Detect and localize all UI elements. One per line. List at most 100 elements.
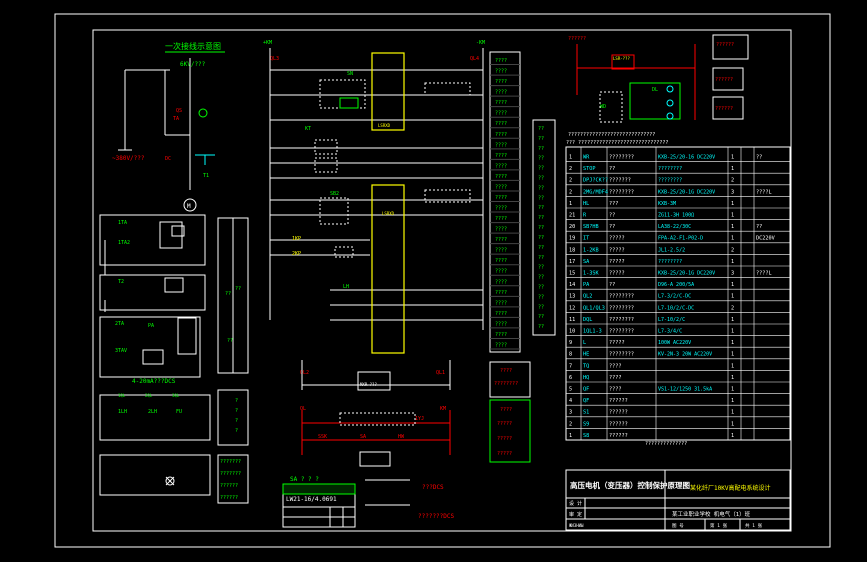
table-cell-no: 13	[569, 294, 575, 300]
strip1-item: ????	[495, 321, 507, 327]
tag-2lh: 2LH	[148, 409, 157, 415]
strip1-item: ????	[495, 69, 507, 75]
table-cell-sym: 2MG/MDF4	[583, 189, 608, 195]
dcs-box-column: ???? ???????? ???? ????? ????? ?????	[489, 361, 531, 463]
dcs-box-5: ?????	[497, 451, 512, 457]
tag-ql2: QL2	[300, 370, 309, 376]
table-cell-sym: SA	[583, 259, 590, 265]
table-cell-q: 3	[731, 189, 734, 195]
table-cell-sym: HE	[583, 352, 589, 358]
table-cell-note: DC220V	[756, 236, 775, 242]
strip1-item: ????	[495, 248, 507, 254]
strip2-item: ??	[538, 304, 544, 310]
table-cell-name: ????????	[609, 352, 634, 358]
table-cell-no: 6	[569, 375, 572, 381]
school-name: 某工业职业学校 机电气（1）班	[672, 510, 751, 518]
table-cell-model: KXB-25/20-1G DC220V	[658, 271, 715, 277]
table-cell-q: 2	[731, 247, 734, 253]
table-cell-sym: QL1/QL3	[583, 305, 605, 311]
table-cell-name: ????	[609, 363, 622, 369]
strip1-item: ????	[495, 227, 507, 233]
table-cell-no: 1	[569, 433, 572, 439]
table-cell-q: 1	[731, 433, 734, 439]
dcs-box-1: ????????	[494, 381, 518, 387]
tag-wd: WD	[600, 104, 606, 110]
table-cell-sym: QF	[583, 398, 589, 404]
table-cell-q: 1	[731, 155, 734, 161]
strip1-item: ????	[495, 342, 507, 348]
tr-caption: ?????????????????????????????	[568, 132, 655, 138]
table-cell-model: 100W AC220V	[658, 340, 691, 346]
table-cell-no: 18	[569, 247, 575, 253]
table-cell-name: ????????	[609, 294, 634, 300]
table-cell-q: 1	[731, 363, 734, 369]
tr-box-d: ??????	[715, 106, 733, 112]
strip1-item: ????	[495, 216, 507, 222]
outer-frame	[54, 13, 831, 548]
tr-relay-label: LSR-???	[613, 56, 630, 61]
table-cell-name: ??	[609, 166, 615, 172]
table-cell-name: ????????	[609, 317, 634, 323]
relay-a-label: LSRXD	[378, 123, 391, 128]
strip1-item: ????	[495, 100, 507, 106]
table-cell-no: 21	[569, 213, 575, 219]
table-cell-no: 2	[569, 178, 572, 184]
project-name: 某化纤厂10KV高配电系统设计	[690, 484, 770, 492]
strip2-item: ??	[538, 275, 544, 281]
table-cell-name: ????	[609, 387, 622, 393]
strip2-item: ??	[538, 215, 544, 221]
table-cell-sym: HL	[583, 201, 589, 207]
table-cell-no: 5	[569, 387, 572, 393]
strip1-item: ????	[495, 132, 507, 138]
strip1-item: ????	[495, 58, 507, 64]
minus-km-label: -KM	[476, 40, 485, 46]
inner-frame	[92, 29, 792, 532]
table-cell-name: ?????	[609, 236, 625, 242]
tag-km: KM	[440, 406, 446, 412]
ct-circuits: 1TA 1TA2 T2 2TA PA 3TAV 4-20mA???DCS 1LH…	[99, 214, 211, 496]
tag-kt: KT	[305, 126, 311, 132]
tag-sb2: SB2	[330, 191, 339, 197]
bus-2ql: 2QL	[145, 393, 153, 398]
list-a-2: ?	[235, 418, 238, 424]
dcs-box-2: ????	[500, 407, 512, 413]
table-cell-q: 1	[731, 352, 734, 358]
bus-1ql: 1QL	[118, 393, 126, 398]
table-cell-model: JL1-2.5/2	[658, 247, 685, 253]
tag-1ta: 1TA	[118, 220, 127, 226]
relay-b-label: LSRXD	[382, 211, 395, 216]
list-b-0: ???????	[220, 459, 241, 465]
table-cell-name: ????????	[609, 305, 634, 311]
table-cell-model: KXB-25/20-16 DC220V	[658, 155, 715, 161]
table-cell-q: 1	[731, 387, 734, 393]
table-cell-sym: S8	[583, 433, 589, 439]
strip1-item: ????	[495, 90, 507, 96]
dcs-box-4: ?????	[497, 436, 512, 442]
strip2-item: ??	[538, 146, 544, 152]
table-cell-model: D96-A 200/5A	[658, 282, 694, 288]
list-b-1: ???????	[220, 471, 241, 477]
motor-label: M	[187, 203, 191, 210]
table-cell-no: 7	[569, 363, 572, 369]
table-cell-model: L7-3/4/C	[658, 329, 682, 335]
strip2-item: ??	[538, 284, 544, 290]
table-cell-no: 2	[569, 166, 572, 172]
table-cell-name: ???????	[609, 178, 631, 184]
tag-dc: DC	[165, 156, 171, 162]
tr-box-b: ??????	[716, 42, 734, 48]
single-line-heading: 一次接线示意图	[165, 41, 221, 51]
table-cell-no: 9	[569, 340, 572, 346]
strip1-item: ????	[495, 206, 507, 212]
strip1-item: ????	[495, 184, 507, 190]
strip1-item: ????	[495, 142, 507, 148]
control-circuit: +KM -KM QL3 QL4 SN KT SB2 1KP 2KP LH LSR…	[263, 40, 485, 528]
strip1-item: ????	[495, 111, 507, 117]
table-cell-name: ??????	[609, 410, 628, 416]
strip1-item: ????	[495, 311, 507, 317]
table-cell-name: ????????	[609, 189, 634, 195]
tag-1yj: 1YJ	[415, 416, 424, 422]
table-cell-q: 1	[731, 329, 734, 335]
table-cell-sym: QL2	[583, 294, 592, 300]
table-cell-model: ZG11-3H 100Ω	[658, 213, 694, 219]
table-cell-no: 3	[569, 410, 572, 416]
